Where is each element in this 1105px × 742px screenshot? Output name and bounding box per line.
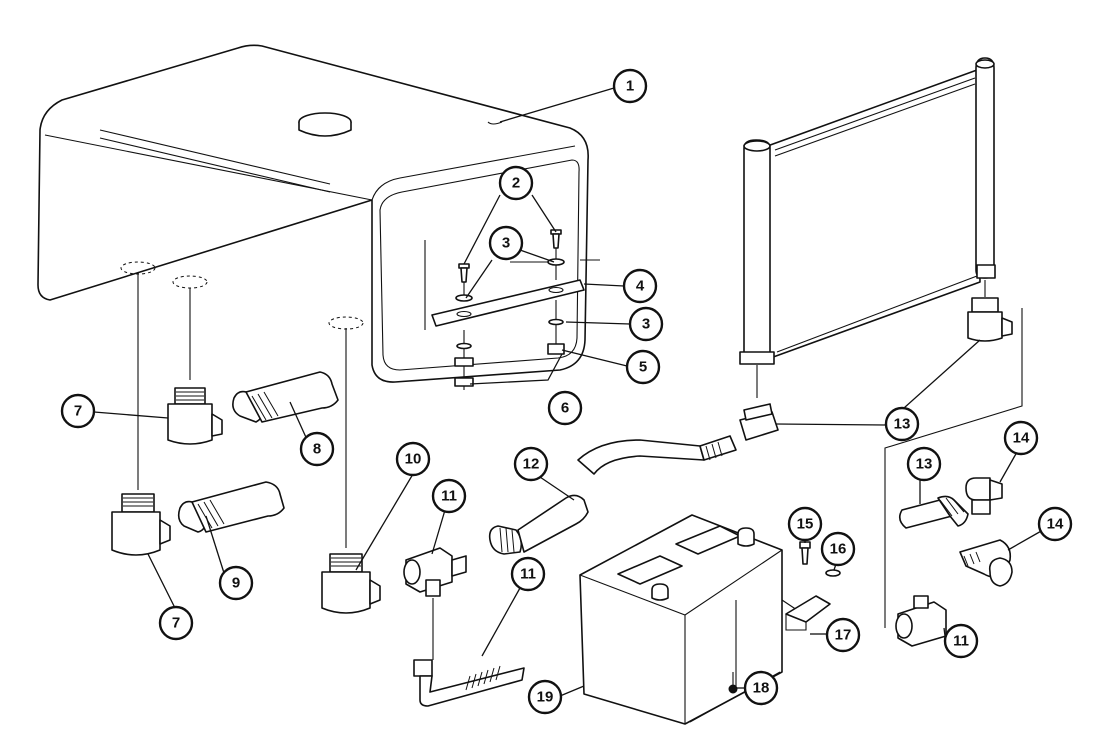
svg-text:3: 3 (502, 235, 510, 252)
svg-text:15: 15 (797, 516, 814, 533)
svg-text:16: 16 (830, 541, 847, 558)
callout-15: 14 (1037, 506, 1073, 542)
callout-7-lower: 7 (158, 605, 194, 641)
hose-12 (413, 659, 525, 707)
elbow-fitting-lower (111, 272, 171, 556)
callout-20: 19 (527, 679, 563, 715)
callout-3-upper: 3 (488, 225, 524, 261)
callout-9: 9 (218, 565, 254, 601)
svg-text:2: 2 (512, 175, 520, 192)
battery (579, 514, 801, 725)
svg-text:13: 13 (916, 456, 933, 473)
svg-text:7: 7 (172, 615, 180, 632)
hose-13 (488, 403, 779, 555)
svg-text:11: 11 (520, 566, 536, 583)
svg-text:9: 9 (232, 575, 240, 592)
svg-text:3: 3 (642, 316, 650, 333)
callout-11-left: 11 (431, 478, 467, 514)
callout-8: 8 (299, 431, 335, 467)
fuel-tank (37, 44, 600, 383)
svg-text:11: 11 (441, 488, 457, 505)
callout-11-right: 11 (943, 623, 979, 659)
callout-6: 6 (547, 390, 583, 426)
svg-text:19: 19 (537, 689, 554, 706)
tee-fitting-right (895, 595, 947, 647)
elbow-fitting-upper (167, 288, 223, 445)
svg-text:18: 18 (753, 680, 770, 697)
hose-8 (232, 371, 339, 423)
tee-fitting-left (403, 547, 467, 660)
callout-14-lower: 14 (1003, 420, 1039, 456)
battery-hold-down (728, 541, 841, 694)
assembly-dashed-bracket (884, 308, 1023, 628)
hose-15 (959, 539, 1013, 587)
callout-10: 10 (395, 441, 431, 477)
leader-lines (93, 87, 1044, 697)
hose-13-right (898, 495, 969, 529)
hose-9 (177, 481, 285, 533)
callout-14-upper: 13 (884, 406, 920, 442)
callout-1: 1 (612, 68, 648, 104)
svg-text:4: 4 (636, 278, 645, 295)
elbow-fitting-14-lower (965, 477, 1003, 515)
mounting-strap (431, 279, 585, 327)
callout-17: 16 (820, 531, 856, 567)
callout-12: 11 (510, 556, 546, 592)
callout-7-upper: 7 (60, 393, 96, 429)
callout-2: 2 (498, 165, 534, 201)
callout-16: 15 (787, 506, 823, 542)
svg-text:12: 12 (523, 456, 540, 473)
svg-text:13: 13 (894, 416, 911, 433)
callout-4: 4 (622, 268, 658, 304)
callout-3-lower: 3 (628, 306, 664, 342)
svg-text:14: 14 (1047, 516, 1064, 533)
svg-text:14: 14 (1013, 430, 1030, 447)
svg-text:17: 17 (835, 627, 852, 644)
callout-19: 18 (743, 670, 779, 706)
callout-18: 17 (825, 617, 861, 653)
radiator (739, 57, 996, 398)
mounting-hardware (454, 229, 565, 390)
svg-text:8: 8 (313, 441, 321, 458)
callout-13-right: 13 (906, 446, 942, 482)
svg-text:1: 1 (626, 78, 634, 95)
svg-text:5: 5 (639, 359, 647, 376)
svg-text:11: 11 (953, 633, 969, 650)
svg-text:6: 6 (561, 400, 569, 417)
elbow-fitting-14-upper (967, 297, 1013, 342)
elbow-fitting-10 (321, 328, 381, 614)
svg-text:10: 10 (405, 451, 422, 468)
callout-13-left: 12 (513, 446, 549, 482)
svg-text:7: 7 (74, 403, 82, 420)
callout-5: 5 (625, 349, 661, 385)
